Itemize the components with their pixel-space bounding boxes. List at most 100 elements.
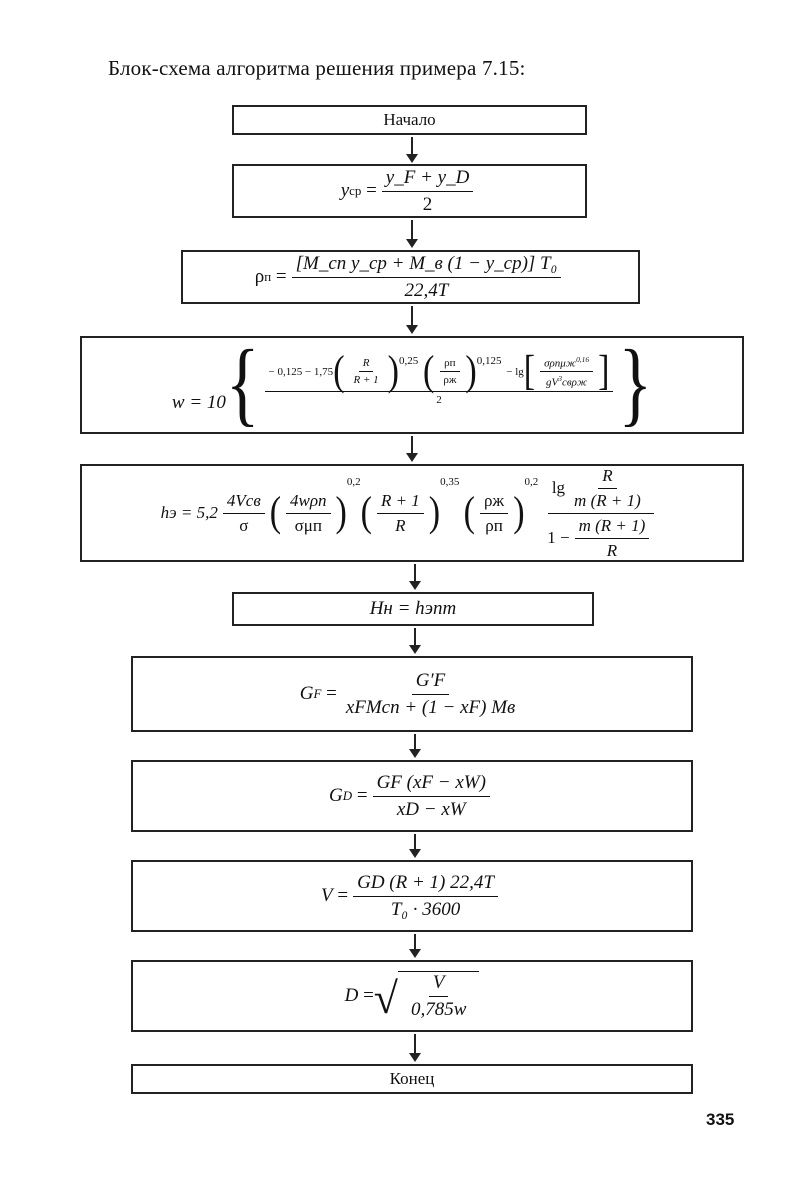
G-F-eq: = xyxy=(326,683,337,704)
h-e-f4-num: ρж xyxy=(479,491,509,514)
V-fraction: GD (R + 1) 22,4T T₀ · 3600 xyxy=(353,872,498,921)
h-e-lhs: hэ = 5,2 xyxy=(160,503,218,522)
G-D-eq: = xyxy=(356,785,368,806)
V-numerator: GD (R + 1) 22,4T xyxy=(353,872,498,897)
arrow-6 xyxy=(409,628,421,654)
rho-p-eq: = xyxy=(275,266,287,287)
h-e-big-num-num: R xyxy=(598,466,617,489)
w-exponent-denominator: 2 xyxy=(436,394,442,406)
h-e-f2-den: σμп xyxy=(294,515,322,535)
arrow-9 xyxy=(409,934,421,958)
rho-p-fraction: [M_сп y_ср + M_в (1 − y_ср)] T₀ 22,4T xyxy=(291,253,562,302)
h-e-paren-close-4: ) xyxy=(513,489,525,536)
w-paren-close-2: ) xyxy=(465,348,477,395)
arrow-4 xyxy=(406,436,418,462)
G-F-numerator: G′F xyxy=(411,670,450,695)
arrow-1 xyxy=(406,137,418,163)
h-e-big-den-fraction: m (R + 1) R xyxy=(574,516,650,561)
h-e-big-num-fraction: R m (R + 1) xyxy=(570,466,645,511)
h-e-f1-num: 4Vсв xyxy=(222,491,265,514)
rho-p-numerator: [M_сп y_ср + M_в (1 − y_ср)] T₀ xyxy=(291,253,562,278)
G-D-numerator: GF (xF − xW) xyxy=(372,772,490,797)
h-e-paren-close-3: ) xyxy=(428,489,441,536)
h-e-f2-num: 4wρп xyxy=(286,491,331,514)
y-avg-fraction: y_F + y_D 2 xyxy=(381,167,474,216)
D-sqrt-body: V 0,785w xyxy=(397,971,480,1021)
h-e-big-lg: lg xyxy=(551,478,566,497)
w-r-fraction: R R + 1 xyxy=(350,357,383,386)
G-F-lhs: G xyxy=(299,683,314,704)
V-lhs: V xyxy=(321,885,333,906)
w-inner-num: σρпμж0,16 xyxy=(540,355,594,373)
h-e-big-num-den: m (R + 1) xyxy=(574,490,641,510)
arrow-5 xyxy=(409,564,421,590)
h-e-paren-close-2: ) xyxy=(335,489,347,536)
w-r-num: R xyxy=(358,357,374,373)
arrow-7 xyxy=(409,734,421,758)
h-e-p4: 0,2 xyxy=(524,475,539,488)
D-lhs: D xyxy=(344,985,359,1006)
w-rho-num: ρп xyxy=(440,357,460,373)
D-numerator: V xyxy=(428,972,449,997)
arrow-8 xyxy=(409,834,421,858)
y-avg-numerator: y_F + y_D xyxy=(381,167,474,192)
w-exp-const: − 0,125 − 1,75 xyxy=(268,365,334,378)
start-label: Начало xyxy=(383,110,436,129)
y-avg-lhs-sub: ср xyxy=(349,183,362,198)
G-D-denominator: xD − xW xyxy=(396,798,466,820)
rho-p-lhs: ρ xyxy=(254,266,265,287)
arrow-10 xyxy=(409,1034,421,1062)
w-left-brace: { xyxy=(225,332,260,437)
w-bracket-close: ] xyxy=(598,348,610,395)
G-F-lhs-sub: F xyxy=(313,686,322,701)
w-paren-close-1: ) xyxy=(387,348,399,395)
w-inner-den: gV3свρж xyxy=(542,372,591,389)
formula-D: D = √ V 0,785w xyxy=(345,971,480,1021)
w-inner-den-tail: свρж xyxy=(562,377,588,389)
h-e-p3: 0,35 xyxy=(440,475,460,488)
h-e-big-den-den: R xyxy=(606,540,618,560)
w-r-pow: 0,25 xyxy=(399,354,419,367)
block-h-e: hэ = 5,2 4Vсв σ ( 4wρп σμп )0,2 ( R + 1 … xyxy=(80,464,744,562)
end-block: Конец xyxy=(131,1064,693,1094)
h-e-paren-open-4: ( xyxy=(463,489,475,536)
arrow-3 xyxy=(406,306,418,334)
D-sqrt: √ V 0,785w xyxy=(374,971,480,1021)
formula-H-n: Hн = hэnт xyxy=(369,598,457,619)
h-e-f1: 4Vсв σ xyxy=(222,491,265,536)
h-e-f4: ρж ρп xyxy=(479,491,509,536)
h-e-big-fraction: lg R m (R + 1) 1 − m (R + 1) R xyxy=(543,466,658,561)
y-avg-lhs: y xyxy=(340,180,350,201)
sqrt-icon: √ xyxy=(373,974,398,1023)
w-inner-fraction: σρпμж0,16 gV3свρж xyxy=(540,355,594,389)
w-inner-den-pow: 3 xyxy=(558,374,563,384)
page-number: 335 xyxy=(706,1110,735,1129)
rho-p-denominator: 22,4T xyxy=(404,279,449,301)
w-right-brace: } xyxy=(618,332,653,437)
formula-w: w = 10 { − 0,125 − 1,75 ( R R + 1 )0,25 … xyxy=(171,337,652,432)
w-exponent-numerator: − 0,125 − 1,75 ( R R + 1 )0,25 ( ρп ρж )… xyxy=(264,350,614,392)
h-e-big-den-one: 1 − xyxy=(547,528,570,547)
block-V: V = GD (R + 1) 22,4T T₀ · 3600 xyxy=(131,860,693,932)
w-rho-fraction: ρп ρж xyxy=(439,357,460,386)
D-eq: = xyxy=(363,985,374,1006)
G-F-fraction: G′F xFMсп + (1 − xF) Mв xyxy=(342,670,519,719)
h-e-p2: 0,2 xyxy=(346,475,361,488)
h-e-big-den: 1 − m (R + 1) R xyxy=(543,514,658,561)
block-w: w = 10 { − 0,125 − 1,75 ( R R + 1 )0,25 … xyxy=(80,336,744,434)
w-rho-pow: 0,125 xyxy=(476,354,502,367)
G-D-fraction: GF (xF − xW) xD − xW xyxy=(372,772,490,821)
end-label: Конец xyxy=(389,1069,435,1088)
w-r-den: R + 1 xyxy=(353,374,379,387)
y-avg-denominator: 2 xyxy=(422,193,433,215)
w-lhs: w = 10 xyxy=(171,392,226,413)
w-inner-den-text: gV xyxy=(546,377,559,389)
diagram-heading: Блок-схема алгоритма решения примера 7.1… xyxy=(108,56,526,80)
h-e-f3: R + 1 R xyxy=(376,491,424,536)
G-F-denominator: xFMсп + (1 − xF) Mв xyxy=(345,696,516,718)
formula-h-e: hэ = 5,2 4Vсв σ ( 4wρп σμп )0,2 ( R + 1 … xyxy=(161,466,664,561)
